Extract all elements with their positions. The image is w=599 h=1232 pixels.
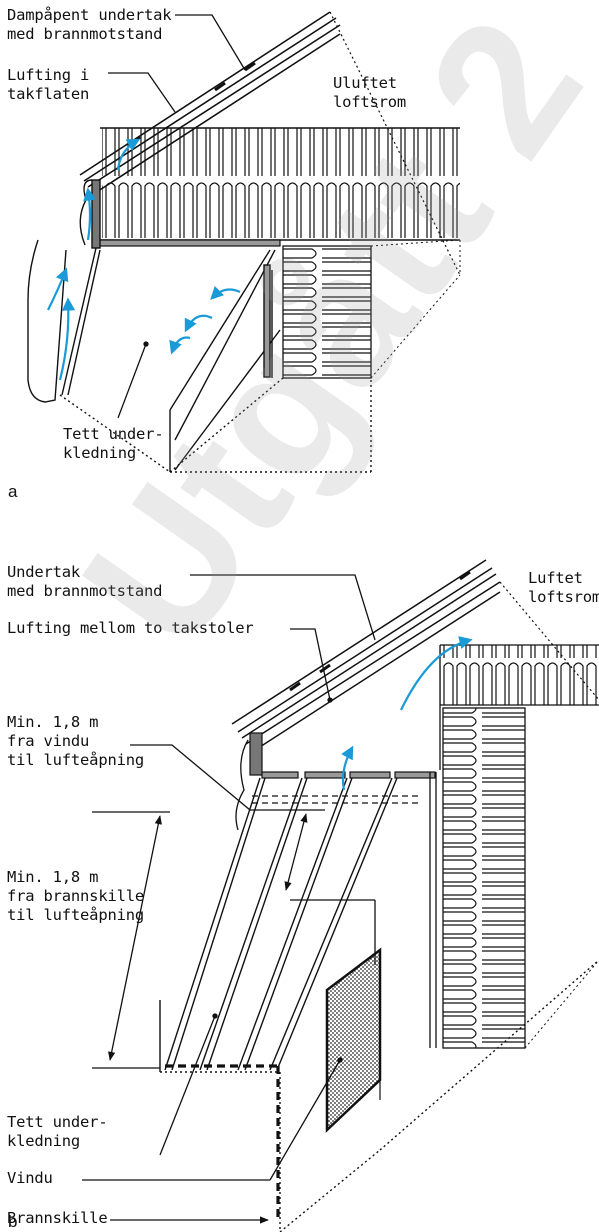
figure-a-drawing [27, 11, 461, 473]
eave-a [27, 179, 101, 403]
figure-tag-b: b [8, 1212, 18, 1231]
insulation-a-upper [102, 128, 460, 176]
airflow-arrows-b [341, 636, 473, 791]
label-lufting-takflaten: Lufting i takflaten [7, 66, 90, 103]
roof-slope-b [231, 559, 599, 753]
label-vindu: Vindu [7, 1169, 53, 1187]
label-brannskille: Brannskille [7, 1209, 108, 1227]
wall-insulation-b [442, 707, 526, 1049]
leaders-a [108, 14, 246, 419]
facade-a [59, 249, 372, 473]
label-uluftet-loftsrom: Uluftet loftsrom [333, 74, 407, 111]
label-min-brannskille: Min. 1,8 m fra brannskille til lufteåpni… [7, 868, 144, 924]
label-luftet-loftsrom: Luftet loftsrom [528, 569, 599, 606]
insulation-a-lower [102, 180, 460, 240]
label-dampapent-undertak: Dampåpent undertak med brannmotstand [7, 6, 172, 43]
airflow-arrows-a [47, 138, 241, 381]
label-tett-underkledning-a: Tett under- kledning [63, 425, 164, 462]
leaders-b [82, 574, 376, 1224]
label-undertak-brannmotstand: Undertak med brannmotstand [7, 563, 163, 600]
figure-tag-a: a [8, 482, 18, 501]
wall-insulation-a [282, 245, 372, 379]
label-tett-underkledning-b: Tett under- kledning [7, 1113, 108, 1150]
window-hatched [325, 947, 382, 1133]
fire-barrier [165, 1064, 280, 1220]
insulation-b [440, 645, 599, 705]
label-min-vindu: Min. 1,8 m fra vindu til lufteåpning [7, 713, 144, 769]
label-lufting-mellom: Lufting mellom to takstoler [7, 619, 254, 637]
